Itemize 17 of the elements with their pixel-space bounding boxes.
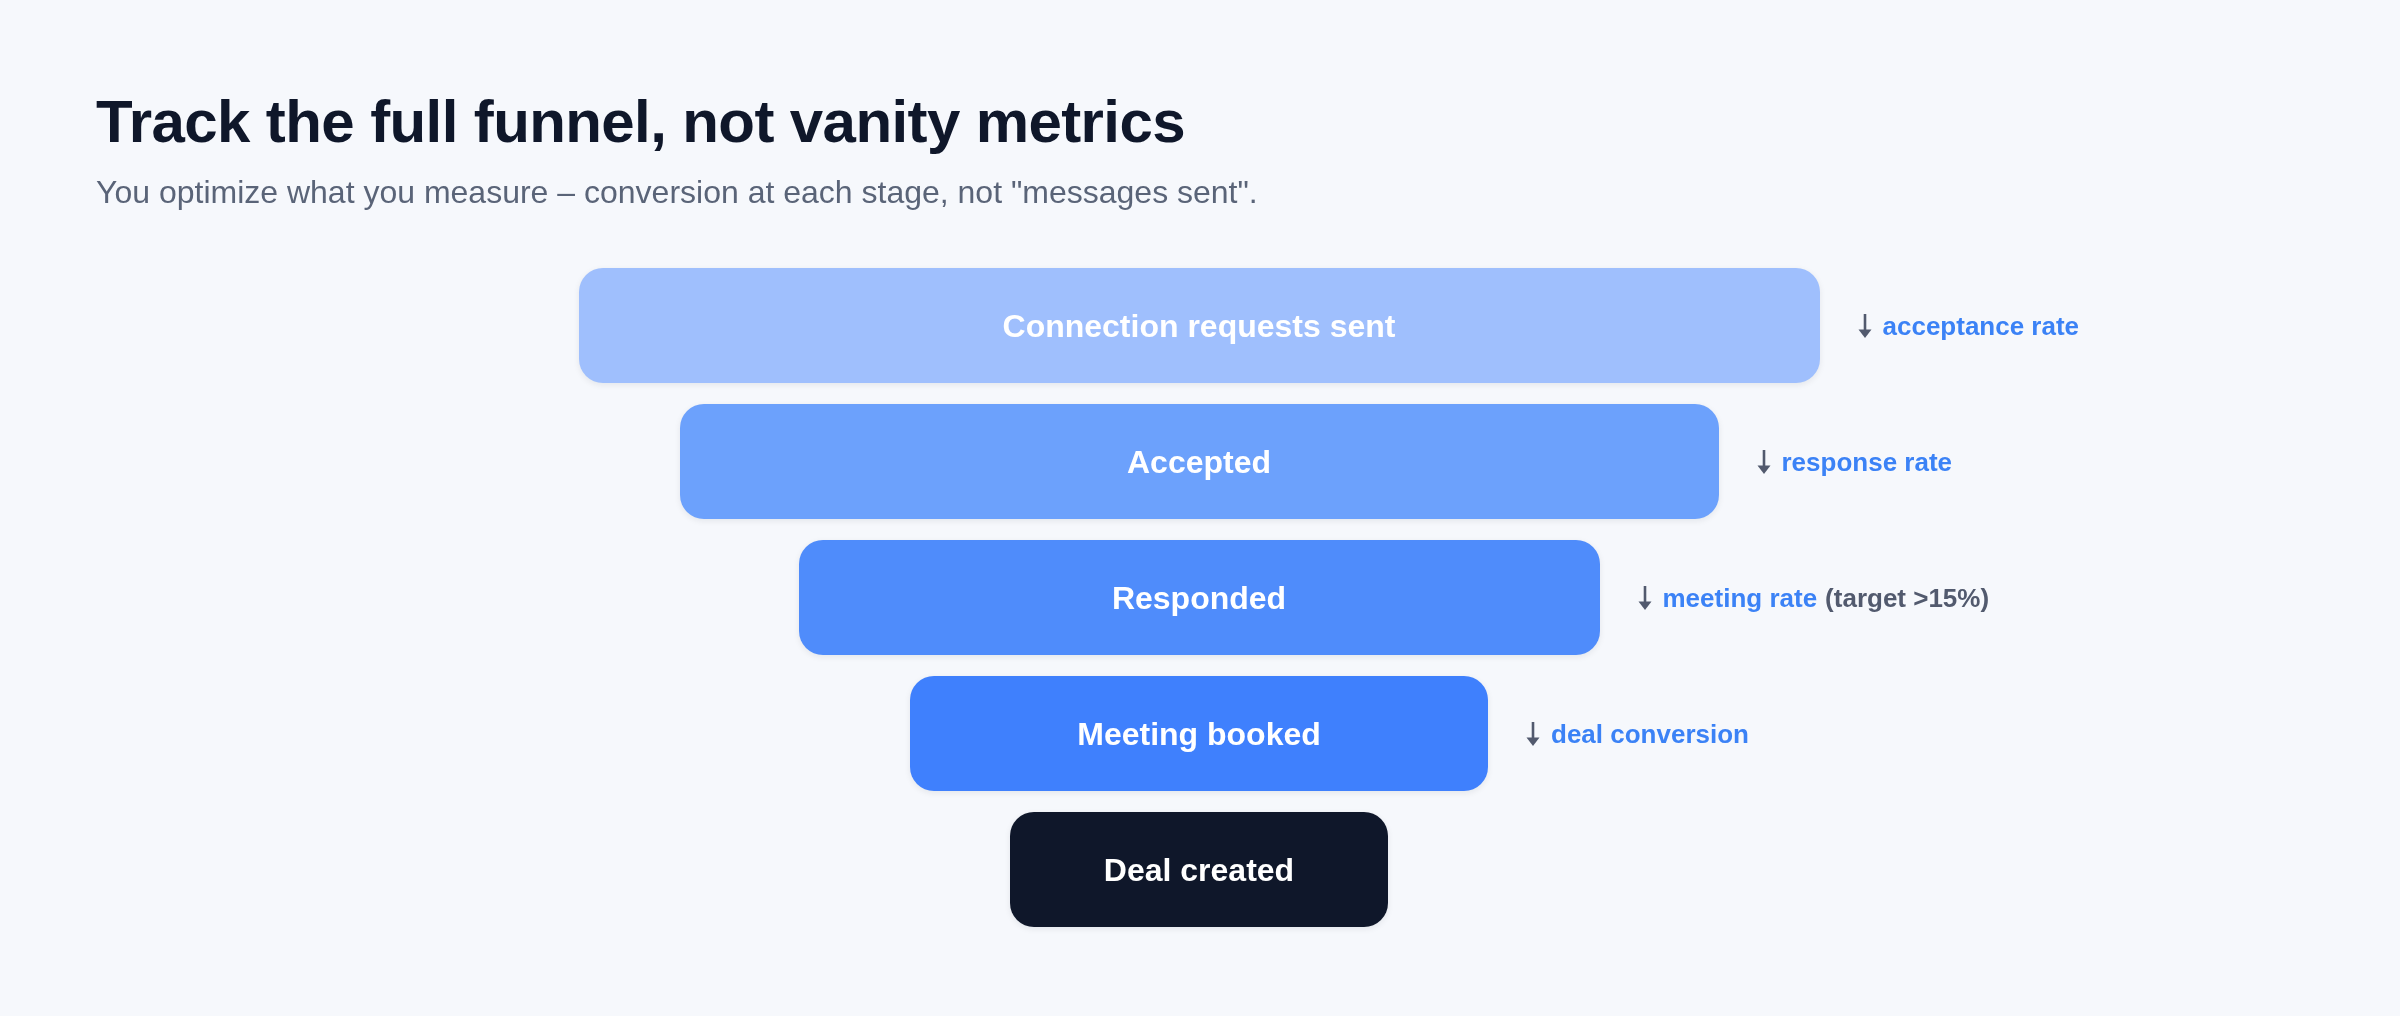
subtitle: You optimize what you measure – conversion at each stage, not "messages sent". [96, 176, 1258, 208]
stage-label: Deal created [1103, 850, 1295, 890]
metric-label: deal conversion [1551, 720, 1749, 747]
title: Track the full funnel, not vanity metrics [96, 92, 1185, 152]
stage-label: Responded [1111, 578, 1287, 618]
stage-label: Meeting booked [1077, 714, 1321, 754]
funnel-stage-bar [910, 676, 1488, 791]
funnel-stage-bar [679, 404, 1719, 519]
funnel-stage-bar [578, 268, 1820, 383]
metric-label: meeting rate [1662, 584, 1818, 611]
funnel-stage-bar [798, 540, 1600, 655]
target-note: (target >15%) [1825, 584, 1990, 611]
metric-label: acceptance rate [1882, 312, 2080, 339]
metric-label: response rate [1781, 448, 1953, 475]
funnel-stage-bar [1010, 812, 1388, 927]
stage-label: Accepted [1126, 442, 1271, 482]
stage-label: Connection requests sent [1002, 306, 1396, 346]
